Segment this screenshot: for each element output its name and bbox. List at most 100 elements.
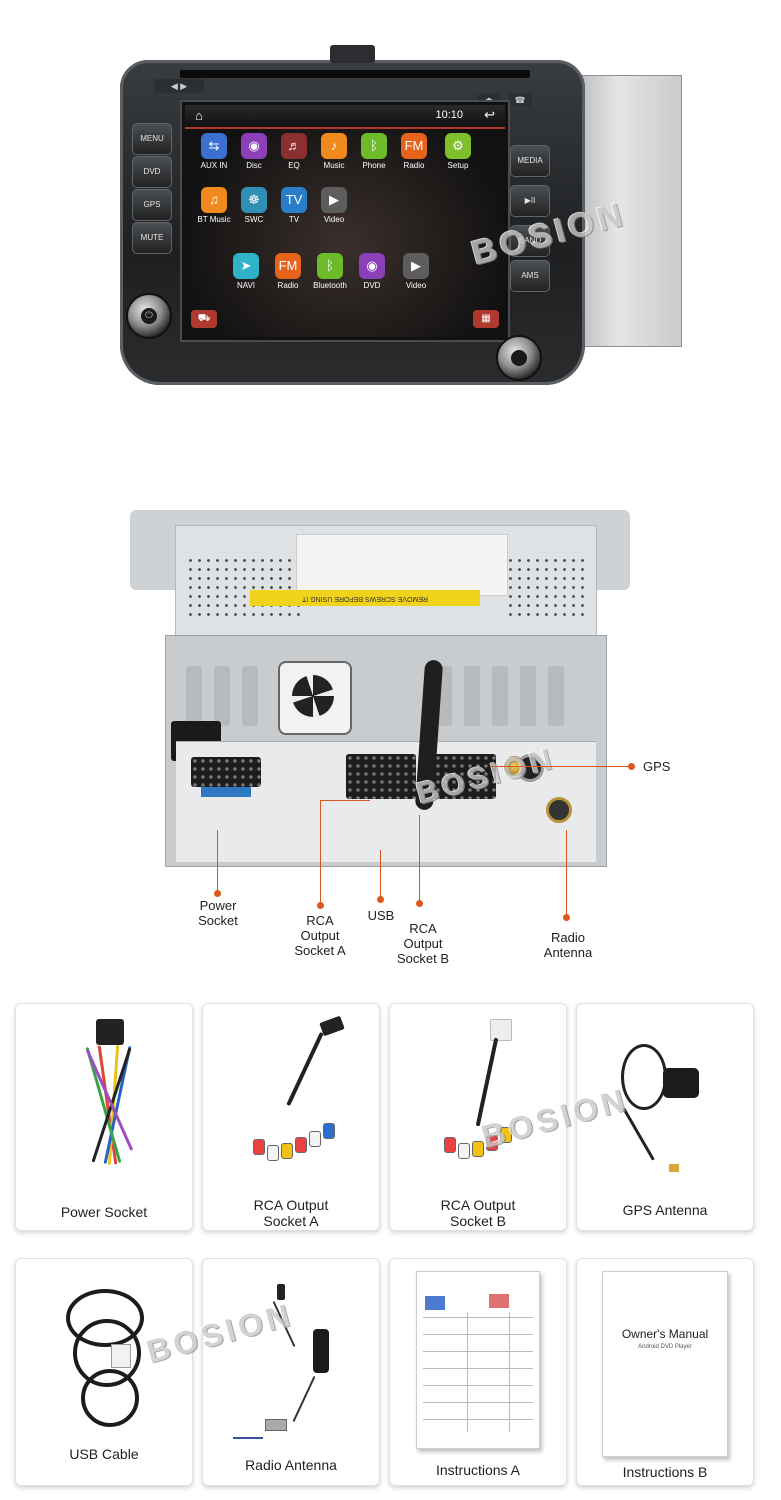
menu-button[interactable]: MENU: [132, 123, 172, 155]
music-icon: ♪: [321, 133, 347, 159]
rca-a-callout-dot: [317, 902, 324, 909]
rca-output-socket-b: [426, 754, 496, 799]
power-socket-label: Power Socket: [198, 898, 238, 928]
prev-next-buttons[interactable]: ◀ ▶: [154, 79, 204, 93]
radio-icon: FM: [275, 253, 301, 279]
accessory-card-usb-cable: USB Cable: [15, 1258, 193, 1486]
app-label: Setup: [447, 161, 469, 170]
app-aux-in[interactable]: ⇆ AUX IN: [193, 133, 235, 170]
steering-wheel-icon: ☸: [241, 187, 267, 213]
rca-b-callout-line: [419, 815, 420, 903]
instruction-sheet-a: [416, 1271, 540, 1449]
head-unit-front: ◀ ▶ ⏏ ☎ MENU DVD GPS MUTE MEDIA ▶II BAND…: [120, 45, 682, 385]
dvd-button[interactable]: DVD: [132, 156, 172, 188]
usb-label: USB: [367, 908, 395, 923]
gps-antenna-image: [607, 1034, 727, 1184]
rca-cable-a-image: [243, 1015, 353, 1184]
status-bar: ⌂ 10:10 ↩: [185, 105, 505, 129]
usb-icon: ⇆: [201, 133, 227, 159]
rear-panel: [165, 635, 607, 867]
manual-title: Owner's Manual: [621, 1327, 709, 1341]
tuning-knob[interactable]: [496, 335, 542, 381]
bluetooth-icon: ᛒ: [317, 253, 343, 279]
vent-slot: [492, 666, 508, 726]
app-label: Music: [323, 161, 345, 170]
accessory-label: Instructions B: [622, 1464, 708, 1480]
app-bt-music[interactable]: ♫BT Music: [193, 187, 235, 224]
radio-callout-dot: [563, 914, 570, 921]
app-label: AUX IN: [200, 161, 228, 170]
app-bluetooth[interactable]: ᛒ Bluetooth: [309, 253, 351, 290]
accessory-label: RCA Output Socket B: [440, 1197, 516, 1229]
rca-output-socket-b-label: RCA Output Socket B: [396, 921, 450, 966]
app-label: Bluetooth: [313, 281, 347, 290]
metal-chassis: [575, 75, 682, 347]
app-navi[interactable]: ➤NAVI: [225, 253, 267, 290]
car-icon[interactable]: ⛟: [191, 310, 217, 328]
radio-antenna-port: [546, 797, 572, 823]
ams-button[interactable]: AMS: [510, 260, 550, 292]
app-label: Video: [323, 215, 345, 224]
app-label: EQ: [288, 161, 300, 170]
app-dvd[interactable]: ◉ DVD: [351, 253, 393, 290]
disc-icon: ◉: [359, 253, 385, 279]
media-button[interactable]: MEDIA: [510, 145, 550, 177]
accessory-card-gps-antenna: GPS Antenna: [576, 1003, 754, 1231]
gps-label: GPS: [643, 759, 671, 774]
windows-icon[interactable]: ▦: [473, 310, 499, 328]
radio-icon: FM: [401, 133, 427, 159]
back-icon[interactable]: ↩: [484, 107, 495, 122]
power-harness-image: [66, 1019, 146, 1189]
volume-knob[interactable]: ⏻: [126, 293, 172, 339]
gps-callout-dot: [628, 763, 635, 770]
accessory-label: USB Cable: [69, 1446, 139, 1462]
app-label: Video: [405, 281, 427, 290]
knob-center-icon: [511, 350, 527, 366]
app-music[interactable]: ♪ Music: [313, 133, 355, 170]
app-setup[interactable]: ⚙Setup: [437, 133, 479, 170]
phone-button[interactable]: ☎: [508, 93, 532, 107]
accessory-label: GPS Antenna: [622, 1202, 708, 1218]
power-icon: ⏻: [141, 308, 157, 324]
app-label: DVD: [363, 281, 381, 290]
vent-slot: [548, 666, 564, 726]
play-pause-button[interactable]: ▶II: [510, 185, 550, 217]
head-unit-back: REMOVE SCREWS BEFORE USING IT: [130, 510, 630, 870]
app-swc[interactable]: ☸SWC: [233, 187, 275, 224]
disc-slot: [180, 70, 530, 78]
rca-a-callout-line-h: [320, 800, 370, 801]
accessory-card-rca-output-b: RCA Output Socket B: [389, 1003, 567, 1231]
bluetooth-icon: ᛒ: [361, 133, 387, 159]
cooling-fan: [278, 661, 352, 735]
manual-subtitle: Android DVD Player: [638, 1344, 692, 1350]
vent-holes-left: [186, 556, 306, 616]
app-label: Disc: [246, 161, 262, 170]
app-disc[interactable]: ◉ Disc: [233, 133, 275, 170]
rca-b-callout-dot: [416, 900, 423, 907]
app-eq[interactable]: ♬ EQ: [273, 133, 315, 170]
mute-button[interactable]: MUTE: [132, 222, 172, 254]
gps-button[interactable]: GPS: [132, 189, 172, 221]
app-label: TV: [288, 215, 300, 224]
band-button[interactable]: BAND: [510, 225, 550, 257]
accessory-card-radio-antenna: Radio Antenna: [202, 1258, 380, 1486]
vent-holes-right: [506, 556, 586, 616]
bluetooth-music-icon: ♫: [201, 187, 227, 213]
power-socket: [191, 757, 261, 787]
app-video[interactable]: ▶Video: [313, 187, 355, 224]
app-label: Radio: [277, 281, 299, 290]
home-icon[interactable]: ⌂: [195, 108, 203, 123]
equalizer-icon: ♬: [281, 133, 307, 159]
rca-a-callout-line: [320, 800, 321, 906]
accessory-card-power-socket: Power Socket: [15, 1003, 193, 1231]
app-radio[interactable]: FM Radio: [267, 253, 309, 290]
radio-antenna-image: [223, 1279, 363, 1449]
rca-cable-b-image: [430, 1019, 530, 1184]
accessory-card-rca-output-a: RCA Output Socket A: [202, 1003, 380, 1231]
app-video[interactable]: ▶Video: [395, 253, 437, 290]
disc-icon: ◉: [241, 133, 267, 159]
